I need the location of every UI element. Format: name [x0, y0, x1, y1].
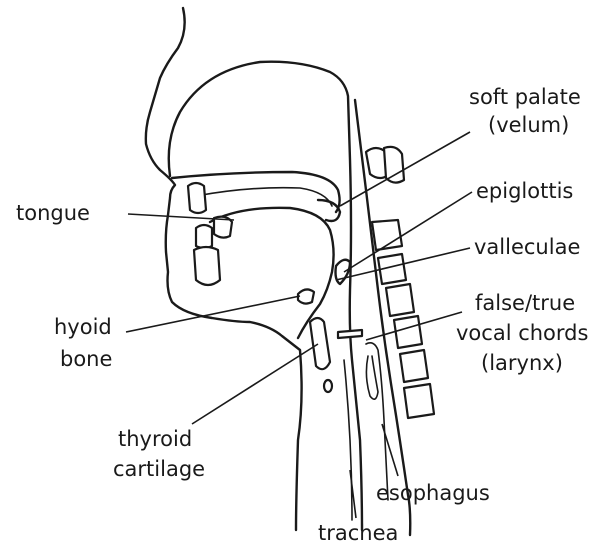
label-trachea: trachea: [318, 521, 398, 545]
leader-trachea: [350, 470, 356, 518]
vertebra-c1b: [384, 147, 404, 183]
leader-esophagus: [382, 424, 398, 476]
label-hyoid-line1: hyoid: [54, 315, 112, 339]
lower-tooth: [196, 225, 212, 248]
hyoid-bone-shape: [298, 289, 314, 303]
label-vocal-line3: (larynx): [481, 351, 563, 375]
thyroid-small-oval: [324, 380, 332, 392]
leader-epiglottis: [344, 192, 472, 272]
label-hyoid-line2: bone: [60, 347, 112, 371]
label-thyroid-line1: thyroid: [118, 427, 192, 451]
label-soft-palate-line2: (velum): [488, 113, 569, 137]
hard-palate-inner: [196, 188, 332, 206]
label-thyroid-line2: cartilage: [113, 457, 205, 481]
vertebra-c7: [404, 384, 434, 418]
trachea-tube: [344, 360, 352, 520]
label-esophagus: esophagus: [376, 481, 490, 505]
label-soft-palate-line1: soft palate: [469, 85, 581, 109]
label-tongue: tongue: [16, 201, 90, 225]
vertebra-c4: [386, 284, 414, 316]
larynx-inner: [366, 356, 378, 399]
vertebra-c5: [394, 316, 422, 348]
upper-tooth: [188, 183, 206, 213]
face-profile: [146, 8, 302, 530]
thyroid-cartilage-shape: [310, 318, 330, 369]
vertebra-c6: [400, 350, 428, 382]
label-vocal-line1: false/true: [475, 291, 575, 315]
leader-hyoid: [126, 296, 300, 332]
label-epiglottis: epiglottis: [476, 179, 573, 203]
jaw-bone: [194, 247, 220, 285]
leader-thyroid: [192, 344, 318, 424]
esophagus-tube: [366, 343, 388, 500]
label-vocal-line2: vocal chords: [456, 321, 588, 345]
label-valleculae: valleculae: [474, 235, 580, 259]
vocal-fold-bar: [338, 330, 362, 338]
